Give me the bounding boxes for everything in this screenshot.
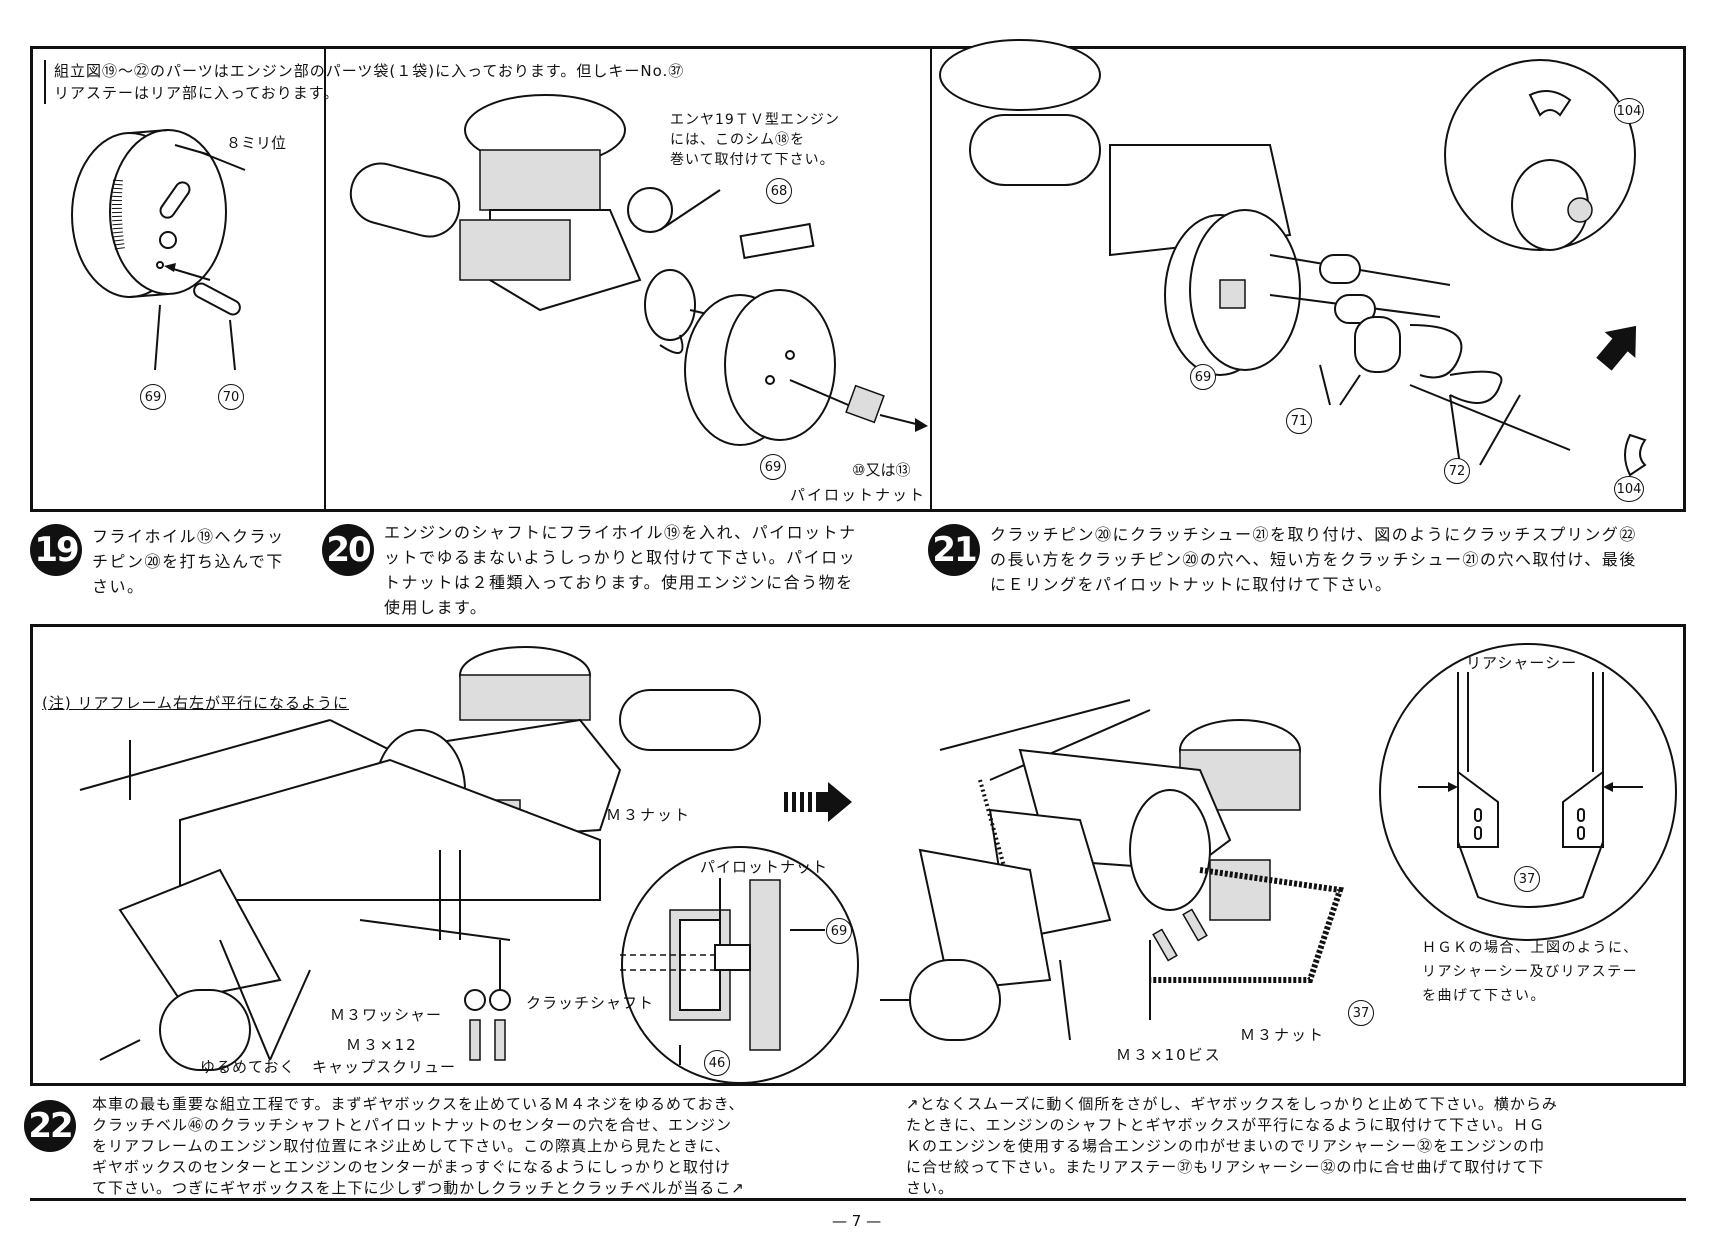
step-20-number: 20 [322,524,374,576]
fig20-callout-68: 68 [766,178,792,204]
fig21-callout-71: 71 [1286,408,1312,434]
fig19-callout-69: 69 [140,384,166,410]
fig21-clutch-drawing [939,39,1647,477]
stay-callout-37-main: 37 [1348,1000,1374,1026]
cap-screw-label: キャップスクリュー [312,1058,457,1076]
step-22-number: 22 [24,1100,76,1152]
divider-19-20 [324,48,326,510]
right-m3-nut-label: Ｍ３ナット [1240,1026,1326,1044]
rear-chassis-label: リアシャーシー [1466,654,1578,672]
inset-clutch-shaft-label: クラッチシャフト [526,994,655,1012]
parallel-note: (注) リアフレーム右左が平行になるように [42,694,350,712]
progress-arrow-icon [784,782,852,822]
m3x10-screw-label: Ｍ３×10ビス [1116,1046,1222,1064]
fig21-callout-104-bottom: 104 [1614,476,1644,502]
fig19-dim-label: ８ミリ位 [226,134,287,152]
step-22-text-right: ↗となくスムーズに動く個所をさがし、ギヤボックスをしっかりと止めて下さい。横から… [906,1095,1558,1197]
inset-pilot-nut-label: パイロットナット [700,858,829,876]
step-20-text: エンジンのシャフトにフライホイル⑲を入れ、パイロットナ ットでゆるまないようしっ… [384,523,857,617]
fig19-flywheel-drawing [71,129,246,371]
step-19-number: 19 [30,524,82,576]
parts-bag-note: 組立図⑲～㉒のパーツはエンジン部のパーツ袋(１袋)に入っております。但しキーNo… [44,60,814,104]
fig21-callout-104-top: 104 [1614,98,1644,124]
bottom-rule [30,1198,1686,1201]
step-19-text: フライホイル⑲へクラッ チピン⑳を打ち込んで下 さい。 [92,527,285,596]
step-21-number: 21 [928,524,980,576]
divider-20-21 [930,48,932,510]
m3x12-label: Ｍ３×12 [346,1036,418,1054]
inset-callout-69: 69 [826,918,852,944]
step-21-text: クラッチピン⑳にクラッチシュー㉑を取り付け、図のようにクラッチスプリング㉒ の長… [990,525,1637,594]
hgk-note: ＨＧＫの場合、上図のように、 リアシャーシー及びリアステー を曲げて下さい。 [1422,940,1639,1004]
fig21-callout-72: 72 [1444,458,1470,484]
hgk-rear-chassis-inset [1379,643,1677,941]
step22-right-assembly-drawing [880,699,1344,1041]
loosen-label: ゆるめておく [200,1058,296,1076]
page-number: — 7 — [832,1212,882,1230]
bottom-figure-frame [30,624,1686,1086]
fig20-shim-note: エンヤ19ＴＶ型エンジン には、このシム⑱を 巻いて取付けて下さい。 [670,112,840,168]
clutch-detail-inset [620,846,859,1084]
fig19-callout-70: 70 [218,384,244,410]
top-figure-frame [30,46,1686,512]
fig20-pilot-nut-label: パイロットナット [790,486,927,504]
step-22-text-left: 本車の最も重要な組立工程です。まずギヤボックスを止めているＭ４ネジをゆるめておき… [92,1095,745,1197]
stay-callout-37-inset: 37 [1514,866,1540,892]
fig20-callout-69: 69 [760,454,786,480]
m3-washer-label: Ｍ３ワッシャー [330,1006,443,1024]
fig21-callout-69: 69 [1190,364,1216,390]
fig20-engine-drawing [349,94,928,446]
inset-callout-46: 46 [704,1050,730,1076]
fig20-nut-numbers: ⑩又は⑬ [852,461,911,479]
m3-nut-label: Ｍ３ナット [606,806,692,824]
step22-left-assembly-drawing [79,646,761,1071]
